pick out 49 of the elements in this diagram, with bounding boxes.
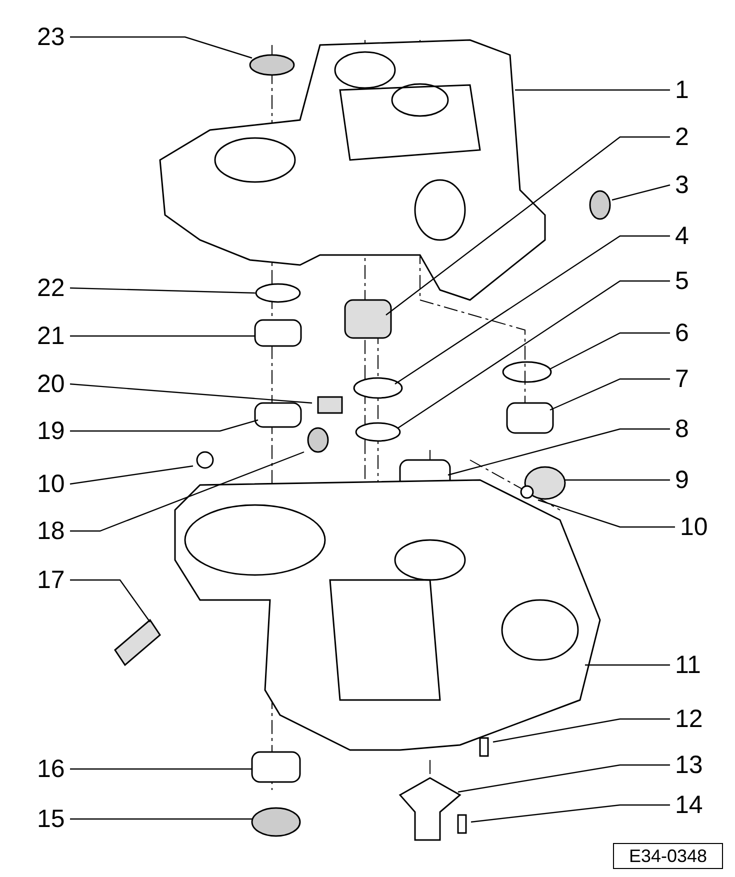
leader-line [70, 818, 252, 820]
leader-line [70, 768, 252, 770]
callout-number: 4 [675, 223, 689, 249]
callout-number: 6 [675, 320, 689, 346]
drawing-code-label: E34-0348 [613, 843, 723, 869]
callout-number: 21 [37, 323, 65, 349]
callout-number: 7 [675, 366, 689, 392]
leader-line [515, 89, 670, 91]
leader-line [70, 335, 255, 337]
callout-number: 12 [675, 706, 703, 732]
leader-line [550, 332, 670, 370]
leader-line [386, 136, 670, 316]
leader-line [70, 579, 150, 622]
leader-line [70, 36, 252, 59]
leader-line [585, 664, 670, 666]
callout-number: 5 [675, 268, 689, 294]
callout-number: 11 [675, 652, 701, 678]
leader-line [458, 764, 670, 793]
leader-line [538, 499, 675, 528]
leader-line [565, 479, 670, 481]
leader-line [492, 718, 670, 743]
callout-number: 17 [37, 567, 65, 593]
callout-number: 22 [37, 275, 65, 301]
callout-number: 20 [37, 371, 65, 397]
callout-number: 14 [675, 792, 703, 818]
callout-number: 10 [680, 514, 708, 540]
callout-number: 19 [37, 418, 65, 444]
callout-number: 9 [675, 467, 689, 493]
leader-line [612, 184, 670, 201]
callout-number: 18 [37, 518, 65, 544]
callout-number: 2 [675, 124, 689, 150]
leader-line [70, 287, 256, 294]
leader-line [70, 419, 258, 432]
callout-number: 13 [675, 752, 703, 778]
callout-number: 1 [675, 77, 689, 103]
callout-number: 16 [37, 756, 65, 782]
callout-number: 8 [675, 416, 689, 442]
leader-line [470, 804, 670, 823]
callout-number: 10 [37, 471, 65, 497]
callout-number: 3 [675, 172, 689, 198]
leader-line [550, 378, 670, 411]
callout-number: 23 [37, 24, 65, 50]
leader-line [70, 465, 194, 485]
leader-line [448, 428, 670, 476]
leader-line [398, 280, 670, 428]
callout-number: 15 [37, 806, 65, 832]
leader-line [70, 383, 312, 404]
leader-line [70, 451, 304, 532]
leader-line [394, 235, 670, 384]
